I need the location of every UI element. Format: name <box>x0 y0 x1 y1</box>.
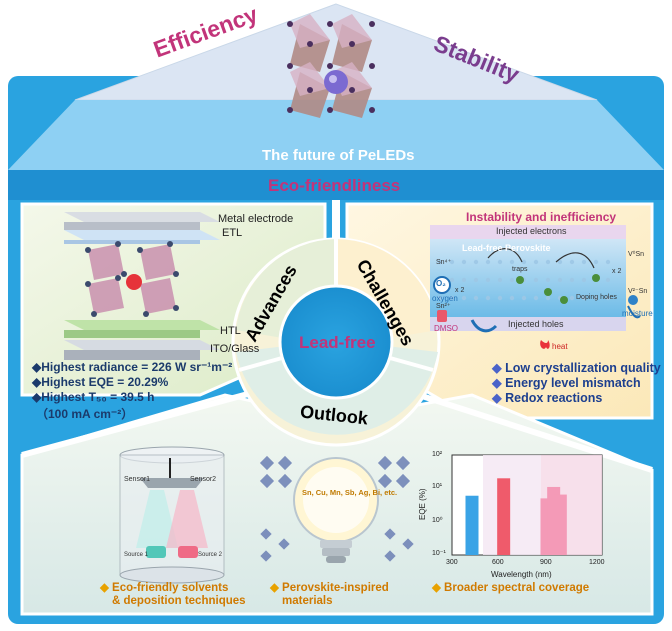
challenges-bullet-3: ◆ Redox reactions <box>492 390 602 405</box>
challenges-title: Instability and inefficiency <box>466 210 617 224</box>
chart-xtick-2: 900 <box>540 559 552 566</box>
diamond-icon: ◆ <box>492 376 506 390</box>
advances-bullet-text-2: Highest EQE = 20.29% <box>41 375 169 389</box>
doping-holes-label: Doping holes <box>576 294 617 301</box>
sensor2-label: Sensor2 <box>190 476 217 483</box>
chart-bar-2 <box>497 478 511 555</box>
x2-label-right: x 2 <box>612 268 622 275</box>
chart-xtick-0: 300 <box>446 559 458 566</box>
advances-bullet-2: ◆Highest EQE = 20.29% <box>32 375 168 389</box>
injected-holes-label: Injected holes <box>508 319 564 329</box>
source2-label: Source 2 <box>198 552 223 558</box>
traps-label: traps <box>512 266 528 273</box>
chart-bar-5 <box>553 494 567 555</box>
heat-label: heat <box>552 342 568 351</box>
advances-bullet-4: （100 mA cm⁻²） <box>36 407 134 421</box>
challenges-bullet-2: ◆ Energy level mismatch <box>492 375 641 390</box>
sn2-label: Sn²⁺ <box>436 303 451 310</box>
advances-bullet-text-3: Highest T₅₀ = 39.5 h <box>41 390 155 404</box>
chart-xtick-1: 600 <box>492 559 504 566</box>
elements-label: Sn, Cu, Mn, Sb, Ag, Bi, etc. <box>302 488 398 497</box>
sn4-label: Sn⁴⁺ <box>436 259 452 266</box>
challenges-bullet-text-2: Energy level mismatch <box>505 376 641 390</box>
diamond-icon: ◆ <box>32 360 42 374</box>
moisture-label: moisture <box>622 309 653 318</box>
outlook-bullet-text-2: Perovskite-inspired <box>282 582 389 594</box>
diamond-icon: ◆ <box>432 582 445 594</box>
dmso-label: DMSO <box>434 324 458 333</box>
advances-bullet-1: ◆Highest radiance = 226 W sr⁻¹m⁻² <box>32 360 232 374</box>
challenges-bullet-1: ◆ Low crystallization quality <box>492 360 661 375</box>
x2-label-left: x 2 <box>455 287 465 294</box>
chart-ytick-2: 10¹ <box>432 483 443 490</box>
challenges-bullet-text-3: Redox reactions <box>505 391 603 405</box>
vsn2-label: V²⁻Sn <box>628 288 648 295</box>
perovskite-label: Lead-free Perovskite <box>462 243 551 253</box>
challenges-bullet-text-1: Low crystallization quality <box>505 361 661 375</box>
outlook-bullet-2b: materials <box>282 595 333 607</box>
chart-ylabel: EQE (%) <box>418 488 427 520</box>
advances-bullet-3: ◆Highest T₅₀ = 39.5 h <box>32 390 155 404</box>
outlook-bullet-2: ◆ Perovskite-inspired <box>270 580 389 594</box>
htl-label: HTL <box>220 325 241 337</box>
outlook-bullet-text-1: Eco-friendly solvents <box>112 582 229 594</box>
chart-xtick-3: 1200 <box>589 559 605 566</box>
etl-label: ETL <box>222 227 243 239</box>
chart-ytick-1: 10⁰ <box>432 517 443 524</box>
oxygen-label: oxygen <box>432 294 458 303</box>
sensor1-label: Sensor1 <box>124 476 151 483</box>
diamond-icon: ◆ <box>100 582 113 594</box>
advances-bullet-text-1: Highest radiance = 226 W sr⁻¹m⁻² <box>41 360 233 374</box>
diamond-icon: ◆ <box>32 375 42 389</box>
injected-electrons-label: Injected electrons <box>496 226 567 236</box>
vsn0-label: V⁰Sn <box>628 251 645 258</box>
outlook-bullet-3: ◆ Broader spectral coverage <box>432 580 589 594</box>
outlook-bullet-text-3: Broader spectral coverage <box>444 582 590 594</box>
source1-label: Source 1 <box>124 552 149 558</box>
chart-ytick-0: 10⁻¹ <box>432 550 446 557</box>
outlook-bullet-1: ◆ Eco-friendly solvents <box>100 580 228 594</box>
ito-label: ITO/Glass <box>210 343 260 355</box>
future-title: The future of PeLEDs <box>262 147 415 164</box>
outlook-bullet-1b: & deposition techniques <box>112 595 246 607</box>
chart-bar-1 <box>465 495 479 555</box>
diamond-icon: ◆ <box>492 391 506 405</box>
eco-label: Eco-friendliness <box>268 176 401 195</box>
diamond-icon: ◆ <box>270 582 283 594</box>
diamond-icon: ◆ <box>492 361 506 375</box>
chart-xlabel: Wavelength (nm) <box>491 570 552 579</box>
diamond-icon: ◆ <box>32 390 42 404</box>
core-label: Lead-free <box>299 333 376 352</box>
chart-ytick-3: 10² <box>432 451 443 458</box>
metal-electrode-label: Metal electrode <box>218 213 294 225</box>
oxygen-o2-label: O₂ <box>436 279 446 288</box>
